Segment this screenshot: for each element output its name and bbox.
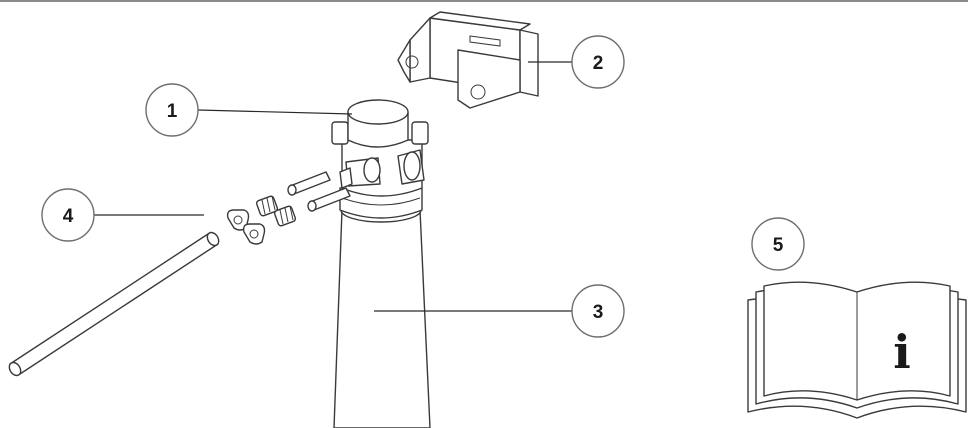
callout-3: 3 bbox=[571, 284, 625, 338]
callout-label-4: 4 bbox=[63, 206, 74, 227]
callout-label-2: 2 bbox=[593, 53, 604, 74]
info-icon: i bbox=[893, 325, 910, 379]
callout-label-5: 5 bbox=[773, 235, 784, 256]
instruction-manual: i bbox=[747, 281, 967, 419]
hose-tube bbox=[8, 231, 220, 377]
callout-4: 4 bbox=[41, 188, 95, 242]
callout-5: 5 bbox=[751, 217, 805, 271]
filter-housing bbox=[333, 187, 431, 428]
connection-set bbox=[8, 171, 351, 377]
callout-label-3: 3 bbox=[593, 302, 604, 323]
retaining-clip bbox=[226, 209, 250, 231]
callout-2: 2 bbox=[571, 35, 625, 89]
leader-line-1 bbox=[197, 109, 353, 115]
retaining-clip bbox=[242, 223, 266, 245]
filter-head bbox=[331, 99, 429, 197]
threaded-nut bbox=[273, 205, 297, 227]
callout-1: 1 bbox=[145, 83, 199, 137]
callout-label-1: 1 bbox=[167, 101, 178, 122]
wall-bracket bbox=[397, 11, 539, 109]
threaded-nut bbox=[255, 195, 279, 217]
